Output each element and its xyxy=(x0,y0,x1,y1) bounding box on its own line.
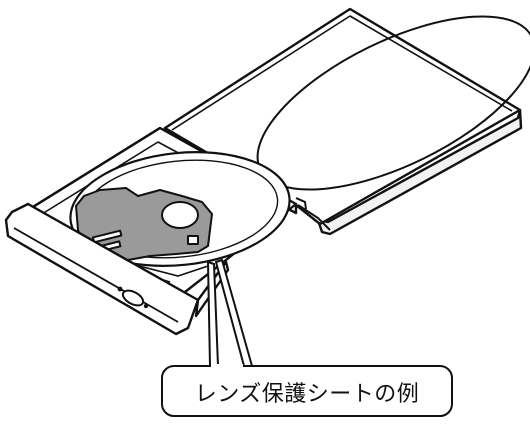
tray-mouth xyxy=(295,197,331,231)
drive-body-rim xyxy=(171,15,513,131)
callout-label: レンズ保護シートの例 xyxy=(194,382,420,407)
callout-box xyxy=(161,365,453,417)
drive-body-side xyxy=(316,108,523,236)
eject-button-icon[interactable] xyxy=(117,286,149,309)
tray-left-wall xyxy=(27,126,161,212)
tray-bezel-face xyxy=(4,202,200,336)
sheet-spindle-circle xyxy=(161,201,199,229)
lens-protection-sheet xyxy=(75,187,213,267)
sheet-tab xyxy=(187,235,199,245)
callout xyxy=(161,258,453,417)
tray-bezel-edge xyxy=(13,227,179,323)
callout-leader-2 xyxy=(214,258,254,367)
